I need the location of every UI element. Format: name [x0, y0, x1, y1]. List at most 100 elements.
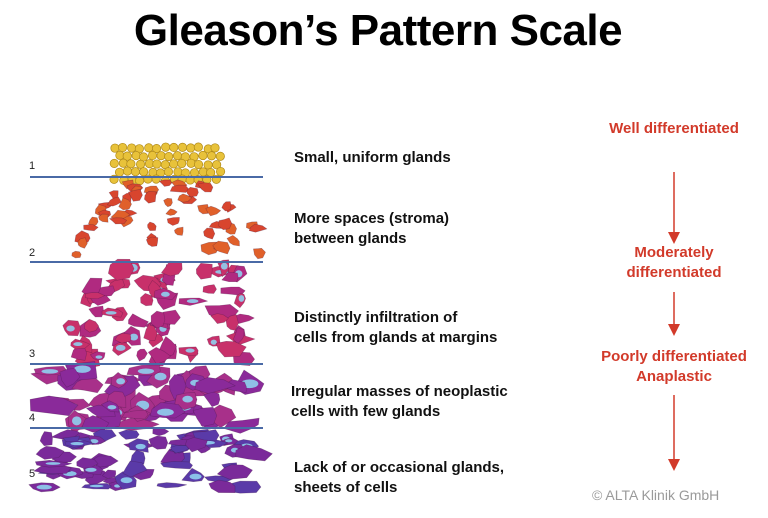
grade-1-gland — [136, 159, 146, 169]
grade-5-cells — [160, 461, 193, 470]
grade-2-gland — [110, 209, 131, 221]
gland-tissue-drawing — [28, 142, 273, 494]
grade-4-label: 4 — [29, 412, 36, 424]
grade-2-gland — [166, 217, 180, 226]
grade-1-gland — [156, 151, 166, 161]
grade-4-gland-lumen — [116, 378, 126, 385]
grade-5-cells-lumen — [189, 473, 202, 480]
grade-2-gland — [221, 201, 232, 212]
grade-2-gland — [144, 191, 157, 204]
grade-5-cells-lumen — [70, 442, 84, 446]
grade-1-gland — [169, 159, 179, 169]
grade-3-gland-lumen — [73, 342, 83, 346]
grade-2-gland — [83, 224, 99, 232]
grade-4-gland — [194, 377, 236, 394]
grade-5-cells — [192, 429, 220, 442]
grade-1-gland — [198, 150, 208, 161]
grade-3-gland-lumen — [238, 295, 245, 302]
grade-5-cells-lumen — [225, 439, 233, 443]
poorly-differentiated-label: Poorly differentiated Anaplastic — [601, 348, 747, 385]
grade-1-gland — [163, 167, 173, 177]
grade-4-gland — [223, 417, 260, 434]
grade-2-gland — [128, 189, 143, 202]
grade-1-gland — [169, 142, 179, 153]
grade-1-gland — [139, 167, 149, 177]
grade-3-gland — [161, 260, 183, 277]
grade-5-cells — [152, 426, 170, 437]
grade-5-cells — [102, 469, 117, 479]
grade-3-gland-lumen — [66, 325, 75, 332]
grade-1-gland — [122, 151, 132, 161]
grade-2-gland — [98, 213, 109, 223]
grade-3-line — [30, 363, 263, 365]
grade-2-gland — [248, 223, 268, 233]
grade-3-gland — [108, 258, 135, 281]
grade-4-gland-lumen — [157, 408, 174, 416]
grade-5-cells — [122, 460, 148, 478]
grade-3-gland — [215, 341, 247, 358]
grade-1-gland — [193, 159, 204, 170]
grade-1-gland — [215, 151, 225, 161]
grade-4-gland-lumen — [41, 369, 59, 374]
grade-3-gland — [128, 313, 149, 328]
grade-1-gland — [152, 159, 162, 169]
grade-5-cells — [148, 435, 169, 450]
grade-1-gland — [118, 142, 128, 153]
grade-1-gland — [127, 143, 137, 153]
grade-2-gland — [177, 193, 193, 203]
grade-1-gland — [212, 160, 222, 170]
grade-4-gland-lumen — [154, 372, 167, 381]
grade-1-gland — [210, 143, 220, 153]
grade-2-gland — [71, 250, 82, 259]
grade-2-line — [30, 261, 263, 263]
grade-4-gland — [121, 409, 149, 420]
grade-1-gland — [186, 158, 196, 168]
grade-1-gland — [147, 150, 158, 161]
grade-3-description: Distinctly infiltration of cells from gl… — [294, 309, 498, 346]
grade-4-gland — [29, 395, 79, 416]
grade-5-cells-lumen — [120, 477, 133, 484]
grade-3-gland — [88, 305, 104, 318]
grade-3-gland — [136, 348, 148, 362]
grade-4-description: Irregular masses of neoplastic cells wit… — [291, 383, 508, 420]
grade-5-cells-lumen — [89, 484, 104, 488]
grade-3-gland-lumen — [210, 339, 217, 345]
grade-1-line — [30, 176, 263, 178]
grade-3-gland-lumen — [115, 344, 126, 351]
grade-2-gland — [147, 221, 157, 231]
grade-2-label: 2 — [29, 247, 36, 259]
grade-3-gland-lumen — [220, 262, 228, 270]
grade-1-gland — [216, 166, 226, 177]
grade-1-gland — [186, 143, 196, 153]
grade-3-gland — [150, 310, 166, 329]
grade-4-gland-lumen — [73, 365, 91, 373]
grade-1-gland — [152, 144, 162, 154]
grade-2-gland — [218, 217, 232, 230]
grade-1-gland — [130, 167, 140, 177]
grade-3-gland-lumen — [185, 348, 195, 353]
grade-2-gland — [186, 187, 199, 198]
grade-3-gland — [210, 313, 229, 324]
grade-2-gland — [107, 196, 122, 207]
grade-4-gland-lumen — [137, 368, 155, 374]
grade-3-gland — [196, 263, 213, 280]
grade-3-gland-lumen — [161, 291, 170, 297]
grade-2-gland — [212, 240, 231, 255]
grade-4-gland-lumen — [71, 416, 82, 426]
grade-2-gland — [109, 217, 127, 225]
grade-2-description: More spaces (stroma) between glands — [294, 210, 450, 247]
grade-5-description: Lack of or occasional glands, sheets of … — [294, 459, 505, 496]
grade-5-cells — [76, 457, 99, 469]
grade-4-gland-lumen — [182, 395, 193, 403]
grade-3-gland — [221, 271, 239, 282]
grade-1-gland — [193, 142, 203, 152]
grade-3-gland — [148, 347, 171, 365]
grade-2-gland — [118, 197, 132, 211]
grade-1-gland — [172, 151, 183, 161]
grade-5-cells-lumen — [45, 462, 61, 465]
grade-2-gland — [77, 237, 88, 249]
grade-1-gland — [198, 167, 208, 177]
grade-3-gland-lumen — [95, 355, 103, 359]
grade-2-gland — [159, 179, 172, 187]
grade-3-gland — [202, 284, 217, 294]
